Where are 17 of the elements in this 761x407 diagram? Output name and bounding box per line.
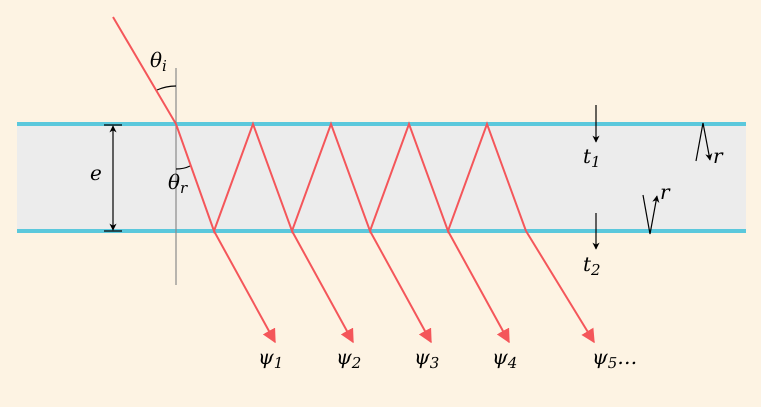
ray-arrow xyxy=(525,230,595,344)
math-label: e xyxy=(90,163,102,183)
math-label: r xyxy=(713,146,723,166)
math-label: t$_{1}$ xyxy=(583,146,601,166)
math-label: r xyxy=(660,182,670,202)
ray-arrow xyxy=(447,230,510,344)
math-label: θ$_{i}$ xyxy=(150,50,167,70)
wave-label: ψ$_{1}$ xyxy=(258,347,284,367)
ray-arrow xyxy=(291,230,354,344)
wave-label: ψ$_{2}$ xyxy=(336,347,362,367)
wave-label: ψ$_{4}$ xyxy=(492,347,518,367)
math-label: t$_{2}$ xyxy=(583,254,601,274)
wave-label: ψ$_{3}$ xyxy=(414,347,440,367)
ray-arrow xyxy=(369,230,432,344)
ray-arrow xyxy=(213,230,276,344)
wave-label: ψ$_{5}$… xyxy=(592,347,638,367)
math-label: θ$_{r}$ xyxy=(168,172,188,192)
